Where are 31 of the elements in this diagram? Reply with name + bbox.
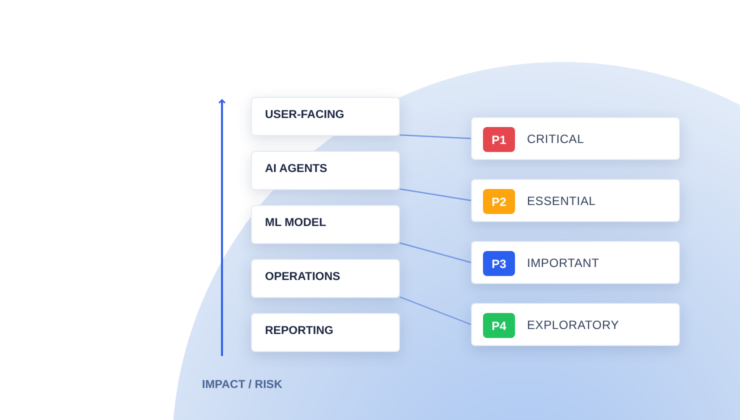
node-label: ML MODEL xyxy=(265,216,326,231)
node-label: P3 xyxy=(492,258,506,270)
node-label: P1 xyxy=(492,134,506,146)
node-label: IMPORTANT xyxy=(527,255,600,272)
axis-label: IMPACT / RISK xyxy=(202,378,282,393)
layer-box xyxy=(251,259,400,298)
layer-box xyxy=(251,205,400,244)
priority-card xyxy=(471,241,680,284)
connector-line xyxy=(400,188,472,202)
node-label: AI AGENTS xyxy=(265,162,328,177)
priority-badge xyxy=(483,313,515,338)
priority-badge xyxy=(483,251,515,276)
priority-card xyxy=(471,179,680,222)
connector-line xyxy=(400,134,472,140)
node-label: CRITICAL xyxy=(527,131,584,148)
node-label: P2 xyxy=(492,196,506,208)
layer-box xyxy=(251,97,400,136)
node-label: P4 xyxy=(492,320,506,332)
priority-badge xyxy=(483,189,515,214)
priority-card xyxy=(471,117,680,160)
layer-box xyxy=(251,313,400,352)
node-label: REPORTING xyxy=(265,324,334,339)
layer-box xyxy=(251,151,400,190)
priority-card xyxy=(471,303,680,346)
node-label: USER-FACING xyxy=(265,108,344,123)
connector-line xyxy=(400,242,472,264)
node-label: ESSENTIAL xyxy=(527,193,596,210)
connector-line xyxy=(400,296,472,326)
node-label: OPERATIONS xyxy=(265,270,340,285)
node-label: EXPLORATORY xyxy=(527,317,619,334)
priority-badge xyxy=(483,127,515,152)
